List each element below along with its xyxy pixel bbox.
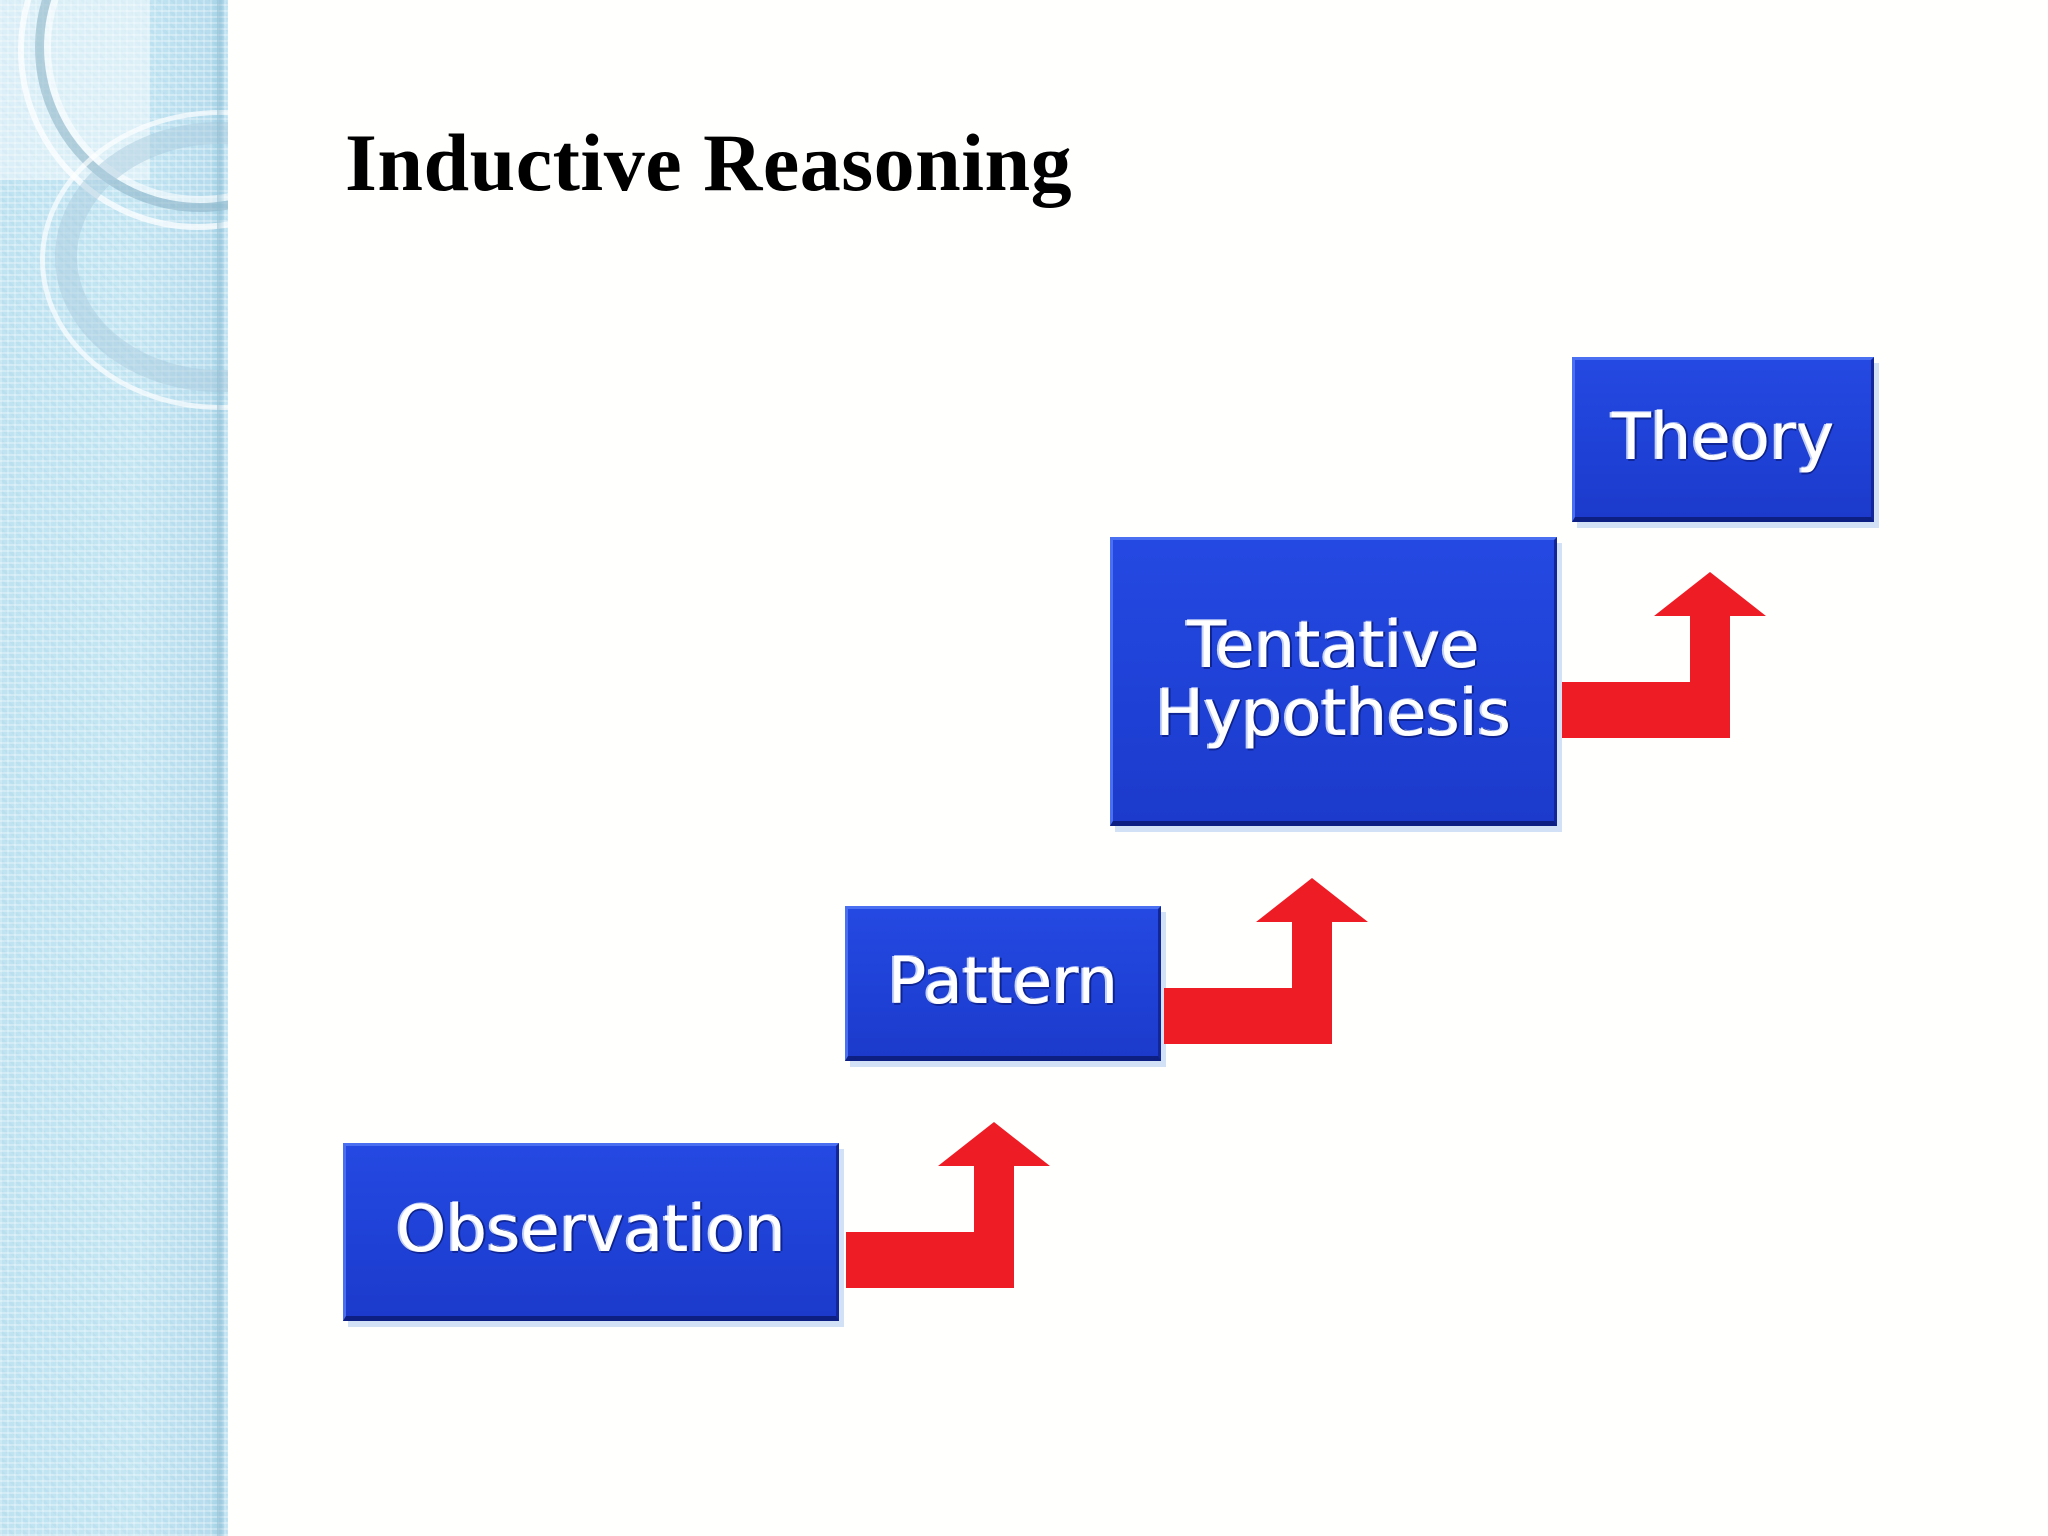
- flow-node-observation[interactable]: Observation: [343, 1143, 839, 1321]
- flow-node-tentative-hypothesis[interactable]: Tentative Hypothesis: [1110, 537, 1557, 826]
- arrow-up-icon-pattern-to-hypothesis: [1164, 876, 1414, 1076]
- flow-node-label: Pattern: [887, 944, 1119, 1019]
- flow-node-label: Theory: [1611, 400, 1835, 475]
- arrow-up-icon-hypothesis-to-theory: [1562, 570, 1812, 770]
- flow-node-theory[interactable]: Theory: [1572, 357, 1874, 522]
- flow-node-label: Observation: [396, 1193, 786, 1268]
- flow-node-pattern[interactable]: Pattern: [845, 906, 1161, 1061]
- sidebar-edge-line: [217, 0, 224, 1536]
- flow-node-label: Tentative Hypothesis: [1155, 608, 1512, 751]
- page-title: Inductive Reasoning: [345, 117, 1073, 208]
- arrow-up-icon-observation-to-pattern: [846, 1120, 1096, 1320]
